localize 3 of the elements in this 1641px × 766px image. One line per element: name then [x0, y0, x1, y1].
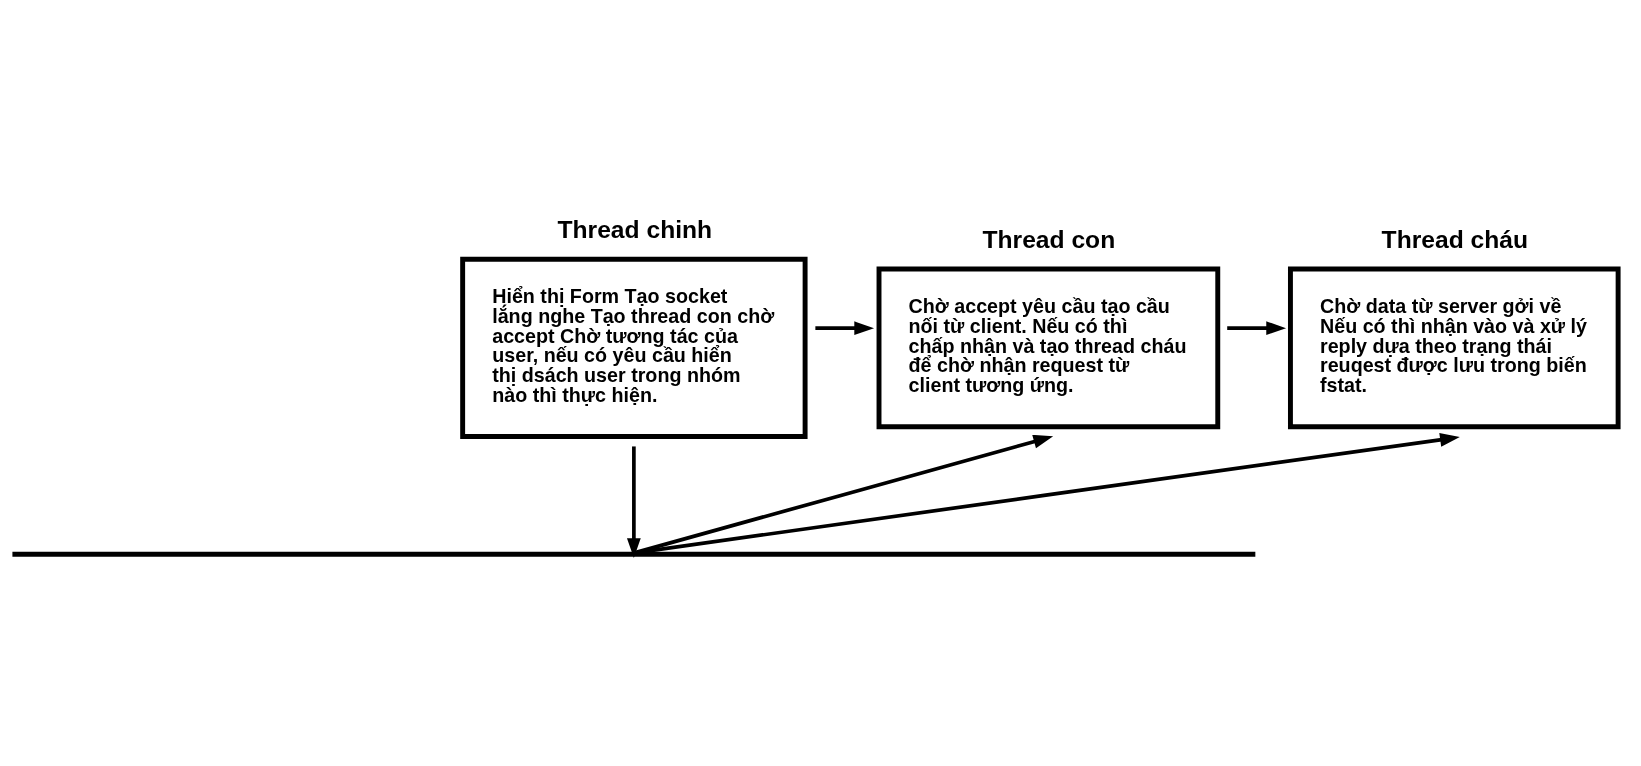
node-label: Thread cháu: [1381, 226, 1529, 254]
node-label: Thread chinh: [557, 216, 713, 244]
node-label: Thread con: [982, 226, 1116, 254]
